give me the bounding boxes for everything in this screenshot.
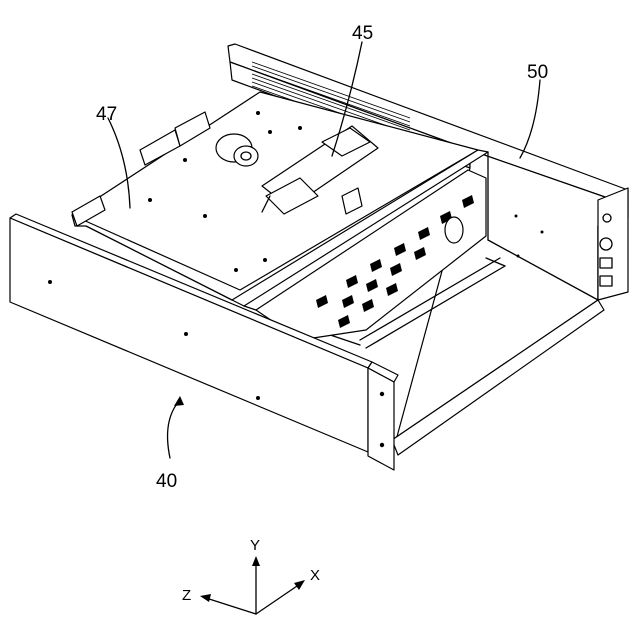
right-side-wall: [392, 150, 628, 455]
label-40: 40: [156, 471, 177, 492]
axis-indicator: [200, 556, 305, 614]
axis-y-label: Y: [250, 537, 260, 554]
axis-z-label: Z: [182, 587, 191, 604]
label-47: 47: [96, 104, 117, 125]
label-45: 45: [352, 23, 373, 44]
label-50: 50: [527, 62, 548, 83]
axis-x-label: X: [310, 567, 320, 584]
